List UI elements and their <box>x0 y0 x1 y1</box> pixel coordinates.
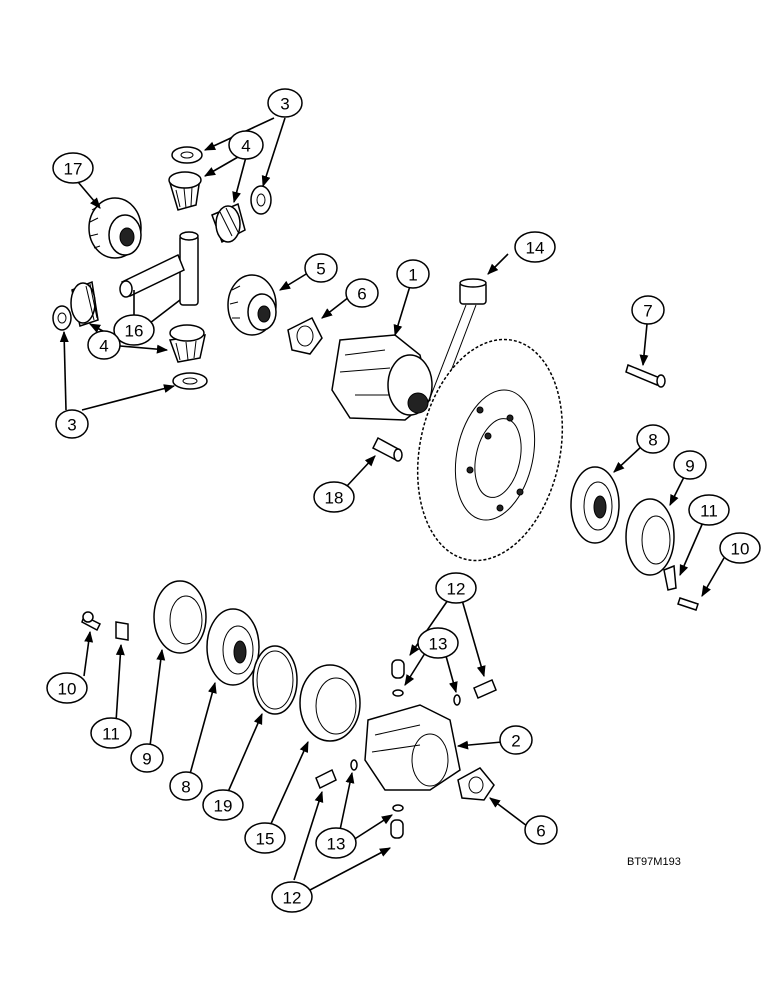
bearing-part <box>206 608 260 686</box>
pinion-gear-part <box>168 171 202 211</box>
pinion-gear-part <box>211 202 246 244</box>
thrust-washer-part <box>172 372 208 390</box>
callout-label: 6 <box>357 285 366 304</box>
cross-shaft-part <box>119 231 199 306</box>
callout-8: 8 <box>636 424 670 454</box>
pinion-gear-part <box>168 324 206 363</box>
callout-15: 15 <box>244 822 286 854</box>
side-gear-part <box>227 274 277 336</box>
shim-part <box>299 664 361 742</box>
callout-11: 11 <box>90 717 132 749</box>
callout-12: 12 <box>271 881 313 913</box>
callout-1: 1 <box>396 259 430 289</box>
callout-5: 5 <box>304 253 338 283</box>
adjuster-ring-part <box>625 498 675 576</box>
callout-18: 18 <box>313 481 355 513</box>
callout-label: 4 <box>241 137 250 156</box>
callout-label: 16 <box>125 322 144 341</box>
callout-label: 11 <box>700 502 718 521</box>
pin-part <box>315 768 337 790</box>
callout-label: 3 <box>67 416 76 435</box>
callout-4: 4 <box>87 330 121 360</box>
callout-2: 2 <box>499 725 533 755</box>
callout-label: 11 <box>102 725 120 744</box>
side-gear-part <box>88 197 142 259</box>
callout-13: 13 <box>417 627 459 659</box>
callout-8: 8 <box>169 771 203 801</box>
callout-label: 9 <box>685 457 694 476</box>
differential-case-part <box>364 704 461 791</box>
bushing-part <box>429 278 487 401</box>
o-ring-part <box>350 759 358 771</box>
lock-plate-part <box>287 316 323 355</box>
callout-label: 2 <box>511 732 520 751</box>
callout-16: 16 <box>113 314 155 346</box>
pin-part <box>473 678 497 700</box>
callout-10: 10 <box>719 532 761 564</box>
callout-3: 3 <box>55 409 89 439</box>
callout-19: 19 <box>202 789 244 821</box>
thrust-washer-part <box>52 305 72 331</box>
callout-label: 13 <box>429 635 448 654</box>
pin-part <box>391 659 405 679</box>
thrust-washer-part <box>250 185 272 215</box>
pinion-gear-part <box>70 280 99 327</box>
snap-ring-part <box>252 645 298 715</box>
callout-4: 4 <box>228 130 264 160</box>
bearing-part <box>570 466 620 544</box>
callout-label: 10 <box>731 540 750 559</box>
callout-label: 14 <box>526 239 545 258</box>
ring-gear-part <box>416 338 564 562</box>
callout-14: 14 <box>514 231 556 263</box>
callout-label: 18 <box>325 489 344 508</box>
callout-10: 10 <box>46 672 88 704</box>
callout-label: 8 <box>181 778 190 797</box>
callout-label: 12 <box>447 580 466 599</box>
adjuster-lock-part <box>115 621 129 641</box>
callout-label: 13 <box>327 835 346 854</box>
o-ring-part <box>392 689 404 697</box>
callout-17: 17 <box>52 152 94 184</box>
callout-label: 12 <box>283 889 302 908</box>
callout-label: 3 <box>280 95 289 114</box>
pin-part <box>371 436 403 462</box>
callout-label: 15 <box>256 830 275 849</box>
figure-reference-code: BT97M193 <box>627 856 681 868</box>
callout-label: 10 <box>58 680 77 699</box>
callout-label: 5 <box>316 260 325 279</box>
callout-label: 6 <box>536 822 545 841</box>
callout-13: 13 <box>315 827 357 859</box>
callout-11: 11 <box>688 494 730 526</box>
adjuster-lock-part <box>663 564 677 591</box>
adjuster-ring-part <box>153 580 207 654</box>
callout-6: 6 <box>345 278 379 308</box>
callout-label: 19 <box>214 797 233 816</box>
bolt-part <box>625 363 666 388</box>
callout-label: 9 <box>142 750 151 769</box>
callout-9: 9 <box>673 450 707 480</box>
callout-label: 1 <box>408 266 417 285</box>
pin-part <box>390 819 404 839</box>
callout-label: 7 <box>643 302 652 321</box>
callout-3: 3 <box>267 88 303 118</box>
o-ring-part <box>453 694 461 706</box>
differential-case-part <box>331 334 433 421</box>
callout-12: 12 <box>435 572 477 604</box>
callout-label: 8 <box>648 431 657 450</box>
callout-6: 6 <box>524 815 558 845</box>
callout-9: 9 <box>130 743 164 773</box>
bolt-part <box>81 611 102 632</box>
callout-label: 4 <box>99 337 108 356</box>
thrust-washer-part <box>171 146 203 164</box>
lock-plate-part <box>457 767 495 801</box>
o-ring-part <box>392 804 404 812</box>
callout-7: 7 <box>631 295 665 325</box>
leader-lines <box>59 117 725 891</box>
callout-label: 17 <box>64 160 83 179</box>
bolt-part <box>677 597 699 611</box>
